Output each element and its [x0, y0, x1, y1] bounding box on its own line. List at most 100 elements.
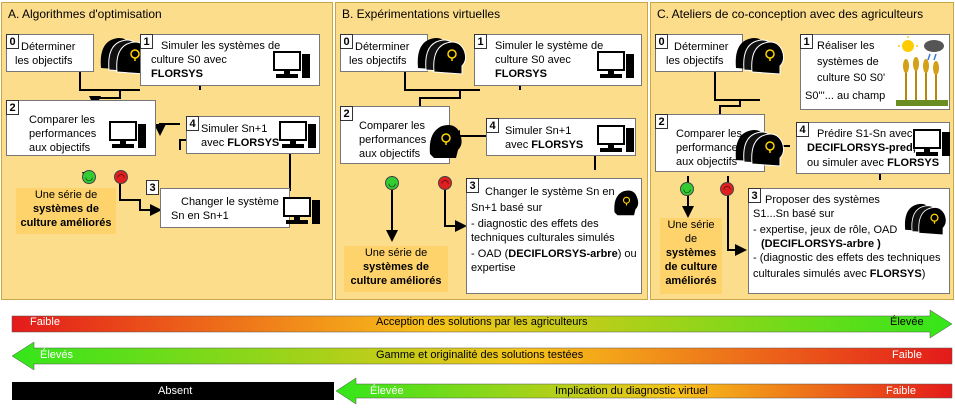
- a-step1-number: 1: [140, 34, 153, 49]
- band3-center: Implication du diagnostic virtuel: [555, 385, 708, 397]
- c-step0-line2: les objectifs: [666, 55, 724, 67]
- c-step3-simules: culturales simulés avec: [753, 268, 870, 280]
- b-step2-number: 2: [340, 106, 353, 121]
- head-with-lightbulb-icon: [734, 37, 785, 75]
- c-step3-line5: - (diagnostic des effets des techniques: [753, 252, 941, 264]
- b-step3-box: Changer le système Sn en Sn+1 basé sur -…: [466, 178, 642, 294]
- band1-right: Élevée: [890, 316, 924, 328]
- a-step4-number: 4: [186, 116, 199, 131]
- b-step4-box: Simuler Sn+1 avec FLORSYS: [486, 118, 636, 156]
- a-result-line2: systèmes de: [32, 203, 100, 215]
- head-with-lightbulb-icon: [429, 124, 463, 159]
- panel-c-title: C. Ateliers de co-conception avec des ag…: [657, 7, 924, 21]
- c-step3-line6: culturales simulés avec FLORSYS): [753, 267, 925, 281]
- smiley-sad-icon: ◠: [720, 182, 734, 196]
- c-step3-deciflorsys: (DECIFLORSYS-arbre ): [761, 238, 881, 250]
- b-step2-line3: aux objectifs: [359, 148, 421, 160]
- c-step3-line1: Proposer des systèmes: [765, 194, 880, 206]
- c-result-line3: systèmes: [665, 247, 717, 259]
- band3-right: Faible: [886, 385, 916, 397]
- head-with-lightbulb-icon: [416, 37, 467, 75]
- a-step2-line1: Comparer les: [29, 114, 96, 126]
- c-step3-box: Proposer des systèmes S1...Sn basé sur -…: [748, 188, 950, 294]
- a-step3-box: Changer le système Sn en Sn+1: [160, 188, 290, 228]
- b-step1-florsys: FLORSYS: [495, 68, 547, 80]
- smiley-happy-icon: ◡: [82, 170, 96, 184]
- b-result-box: Une série de systèmes de culture amélior…: [344, 246, 448, 292]
- a-step1-florsys: FLORSYS: [151, 68, 203, 80]
- b-step2-line2: performances: [359, 134, 427, 146]
- c-step1-line2: systèmes de: [817, 56, 879, 68]
- band-gamme: Élevés Gamme et originalité des solution…: [0, 347, 955, 365]
- b-step3-oad: - OAD (: [471, 248, 509, 260]
- b-step0-box: Déterminer les objectifs: [340, 34, 428, 72]
- band2-right: Faible: [892, 349, 922, 361]
- c-step3-line2: S1...Sn basé sur: [753, 208, 835, 220]
- b-step1-line2: culture S0 avec: [495, 54, 571, 66]
- c-step2-line2: performances: [676, 142, 744, 154]
- c-result-line4: de culture: [664, 261, 718, 273]
- a-step3-line1: Changer le système: [181, 196, 279, 208]
- b-step1-number: 1: [474, 34, 487, 49]
- b-step1-line1: Simuler le système de: [495, 40, 604, 52]
- c-step3-line3: - expertise, jeux de rôle, OAD: [753, 224, 898, 236]
- a-result-line3: culture améliorés: [20, 217, 112, 229]
- a-step1-line1: Simuler les systèmes de: [161, 40, 281, 52]
- head-with-lightbulb-icon: [734, 129, 785, 167]
- c-step3-number: 3: [748, 188, 761, 203]
- computer-icon: [913, 129, 951, 157]
- b-result-line2: systèmes de: [362, 261, 430, 273]
- computer-icon: [283, 197, 321, 225]
- c-step4-line1: Prédire S1-Sn avec: [817, 128, 913, 140]
- b-step2-line1: Comparer les: [359, 120, 426, 132]
- panel-a-title: A. Algorithmes d'optimisation: [8, 7, 162, 21]
- crop-field-weather-icon: [896, 36, 948, 106]
- b-result-line1: Une série de: [364, 247, 428, 259]
- c-step0-box: Déterminer les objectifs: [655, 34, 743, 72]
- b-step3-ou: ) ou: [617, 248, 637, 260]
- c-step3-close: ): [921, 268, 926, 280]
- b-step4-line2: avec FLORSYS: [505, 138, 583, 152]
- smiley-sad-icon: ◠: [438, 176, 452, 190]
- b-step3-line4: techniques culturales simulés: [471, 232, 615, 244]
- c-result-line5: améliorés: [665, 275, 717, 287]
- a-step4-florsys: FLORSYS: [227, 137, 280, 149]
- a-result-line1: Une série de: [34, 189, 98, 201]
- c-step2-line1: Comparer les: [676, 128, 743, 140]
- b-step0-line1: Déterminer: [355, 41, 410, 53]
- a-step0-line2: les objectifs: [15, 55, 73, 67]
- smiley-happy-icon: ◡: [385, 176, 399, 190]
- a-step2-number: 2: [6, 100, 19, 115]
- b-step0-line2: les objectifs: [349, 55, 407, 67]
- c-step4-deciflorsys: DECIFLORSYS-pred,: [807, 142, 916, 154]
- a-step4-avec: avec: [201, 137, 228, 149]
- a-step3-line2: Sn en Sn+1: [171, 210, 229, 222]
- band3-absent: Absent: [158, 385, 193, 397]
- a-step0-number: 0: [6, 34, 19, 49]
- b-step0-number: 0: [340, 34, 353, 49]
- panel-b-title: B. Expérimentations virtuelles: [342, 7, 501, 21]
- b-step4-florsys: FLORSYS: [531, 139, 584, 151]
- c-step3-florsys: FLORSYS: [869, 268, 922, 280]
- gradient-bands: [11, 309, 953, 405]
- head-with-lightbulb-icon: [904, 203, 947, 236]
- band-acceptation: Faible Acception des solutions par les a…: [0, 314, 955, 332]
- computer-icon: [109, 121, 147, 149]
- c-result-line2: de: [684, 233, 698, 245]
- a-step1-line2: culture S0 avec: [151, 54, 227, 66]
- c-step2-number: 2: [655, 114, 668, 129]
- b-step4-line1: Simuler Sn+1: [505, 125, 572, 137]
- b-step3-line1: Changer le système Sn en: [485, 186, 615, 198]
- b-step4-avec: avec: [505, 139, 532, 151]
- band1-center: Acception des solutions par les agricult…: [376, 316, 588, 328]
- c-result-box: Une série de systèmes de culture amélior…: [660, 218, 722, 294]
- head-with-lightbulb-icon: [613, 189, 639, 216]
- computer-icon: [279, 121, 317, 149]
- b-step3-line3: - diagnostic des effets des: [471, 218, 599, 230]
- c-step1-line1: Réaliser les: [817, 40, 875, 52]
- band-implication: Absent Élevée Implication du diagnostic …: [0, 383, 955, 401]
- c-step1-line4: S0'''... au champ: [805, 90, 886, 102]
- a-step4-line2: avec FLORSYS: [201, 136, 279, 150]
- computer-icon: [273, 51, 311, 79]
- b-step3-line5: - OAD (DECIFLORSYS-arbre) ou: [471, 247, 637, 261]
